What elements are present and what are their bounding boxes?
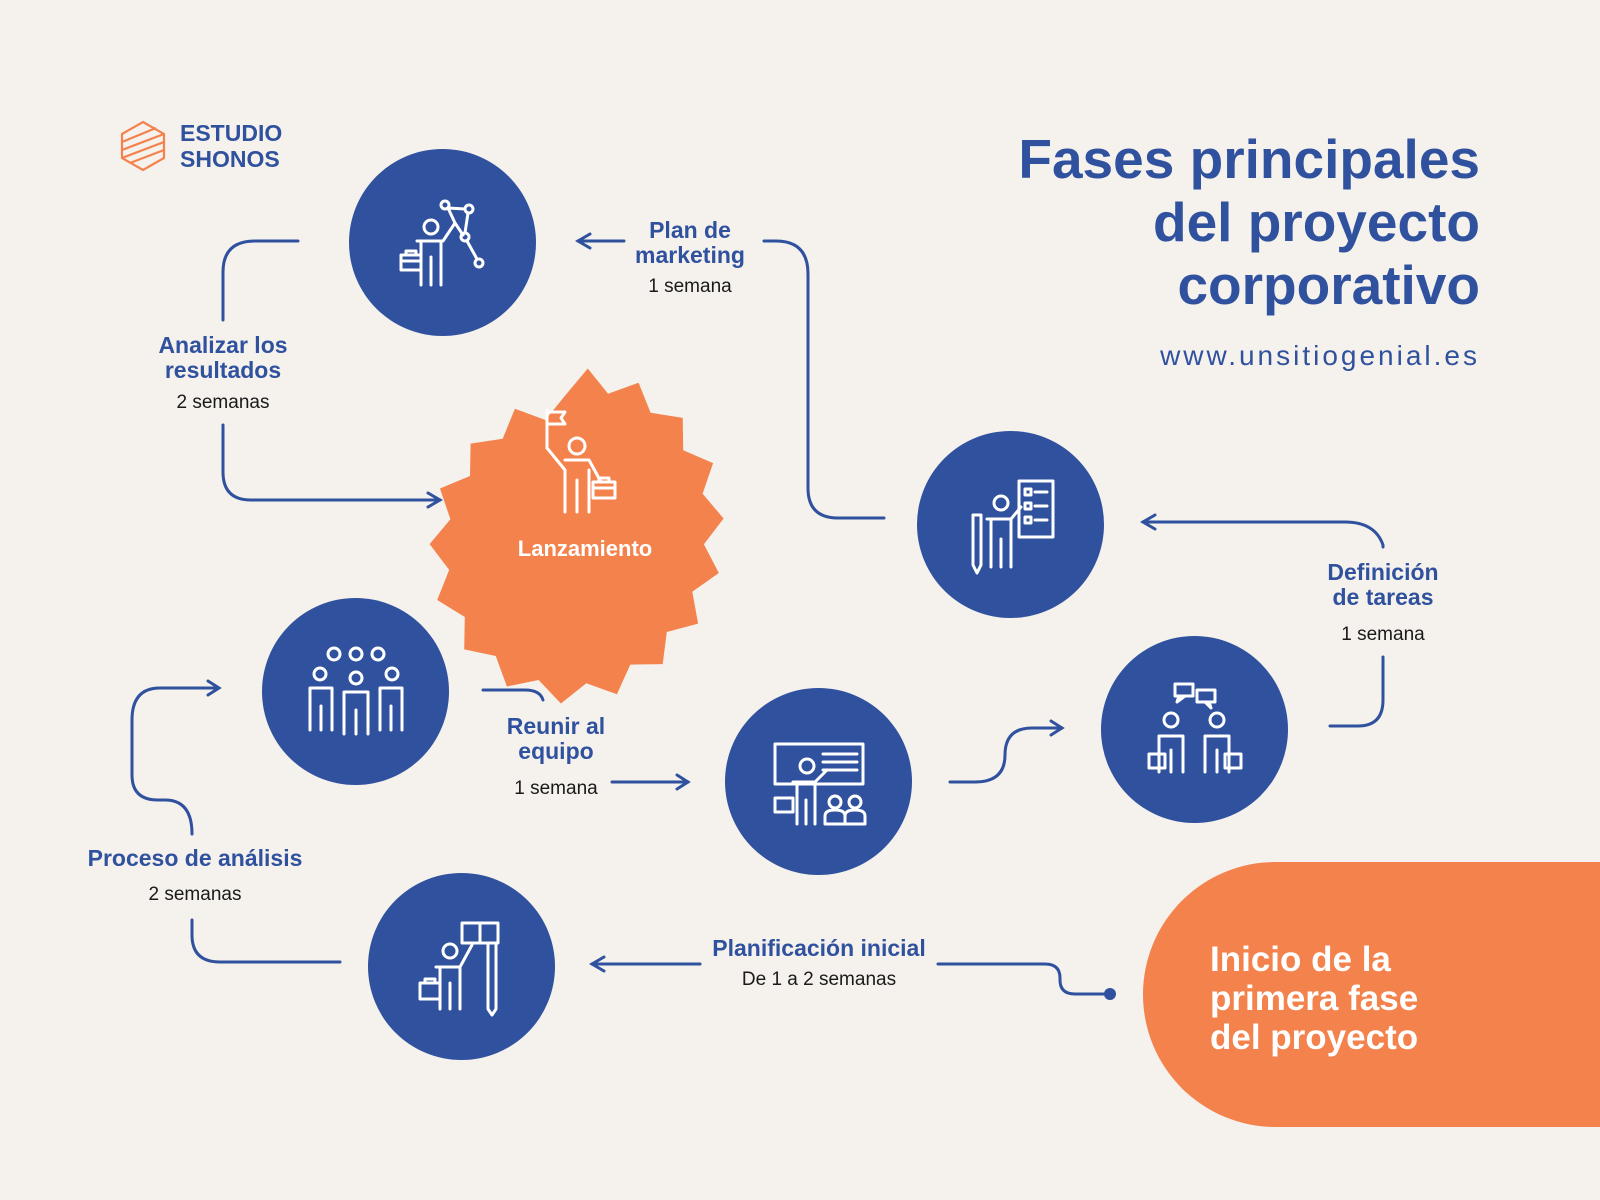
title-line-3: corporativo bbox=[1177, 254, 1480, 316]
phase-initial-circle[interactable] bbox=[368, 873, 555, 1060]
label-reunir: Reunir al equipo bbox=[478, 714, 634, 764]
label-plan-marketing: Plan de marketing bbox=[612, 218, 768, 268]
planificacion-line-1: Planificación inicial bbox=[712, 935, 926, 961]
duration-analizar: 2 semanas bbox=[176, 392, 270, 413]
label-definicion: Definición de tareas bbox=[1300, 560, 1466, 610]
website-link[interactable]: www.unsitiogenial.es bbox=[1160, 340, 1480, 371]
connector-presentacion-tareas bbox=[948, 726, 1064, 784]
connector-analizar-lanzamiento bbox=[221, 423, 442, 502]
connector-planificacion-proceso bbox=[190, 918, 342, 964]
connector-planning-marketing bbox=[762, 239, 886, 520]
page-title: Fases principales del proyecto corporati… bbox=[1018, 128, 1480, 317]
network-analysis-icon bbox=[399, 199, 484, 286]
start-dot bbox=[1104, 988, 1116, 1000]
connector-tareas-definicion bbox=[1328, 655, 1385, 728]
phase-tasks-circle[interactable] bbox=[1101, 636, 1288, 823]
duration-proceso: 2 semanas bbox=[148, 884, 242, 905]
definicion-line-1: Definición bbox=[1327, 559, 1439, 585]
connector-proceso-reunir bbox=[130, 686, 220, 836]
duration-planificacion: De 1 a 2 semanas bbox=[741, 969, 897, 990]
team-group-icon bbox=[308, 646, 403, 735]
book-planning-icon bbox=[418, 921, 499, 1016]
title-line-2: del proyecto bbox=[1152, 191, 1480, 253]
phase-marketing-circle[interactable] bbox=[349, 149, 536, 336]
start-line-3: del proyecto bbox=[1210, 1018, 1419, 1057]
phase-presentation-circle[interactable] bbox=[725, 688, 912, 875]
connector-definicion-planning bbox=[1141, 520, 1385, 549]
cube-lines-logo-icon bbox=[120, 120, 166, 172]
checklist-presentation-icon bbox=[971, 479, 1054, 574]
duration-reunir: 1 semana bbox=[514, 778, 598, 799]
plan-marketing-line-1: Plan de bbox=[649, 217, 731, 243]
duration-plan-marketing: 1 semana bbox=[648, 276, 732, 297]
brand-line-2: SHONOS bbox=[180, 146, 280, 172]
lanzamiento-badge bbox=[535, 408, 635, 518]
start-phase-text: Inicio de la primera fase del proyecto bbox=[1210, 940, 1418, 1057]
definicion-line-2: de tareas bbox=[1332, 584, 1434, 610]
title-line-1: Fases principales bbox=[1018, 128, 1480, 190]
phase-team-circle[interactable] bbox=[262, 598, 449, 785]
start-phase-box[interactable]: Inicio de la primera fase del proyecto bbox=[1143, 862, 1600, 1127]
lanzamiento-label: Lanzamiento bbox=[517, 536, 653, 561]
start-line-1: Inicio de la bbox=[1210, 940, 1391, 979]
start-line-2: primera fase bbox=[1210, 979, 1419, 1018]
brand-line-1: ESTUDIO bbox=[180, 120, 283, 146]
connector-reunir-label bbox=[481, 688, 545, 702]
reunir-line-2: equipo bbox=[518, 738, 594, 764]
connector-marketing-analizar bbox=[221, 239, 300, 322]
proceso-line-1: Proceso de análisis bbox=[87, 845, 303, 871]
duration-definicion: 1 semana bbox=[1341, 624, 1425, 645]
lanzamiento-starburst bbox=[429, 368, 724, 704]
person-flag-icon bbox=[545, 408, 617, 514]
analizar-line-2: resultados bbox=[164, 357, 282, 383]
label-proceso: Proceso de análisis bbox=[70, 846, 320, 871]
plan-marketing-line-2: marketing bbox=[635, 242, 745, 268]
brand-logo: ESTUDIO SHONOS bbox=[120, 120, 282, 172]
connector-start-planificacion bbox=[936, 962, 1110, 996]
reunir-line-1: Reunir al bbox=[506, 713, 606, 739]
phase-planning-circle[interactable] bbox=[917, 431, 1104, 618]
label-planificacion: Planificación inicial bbox=[690, 936, 948, 961]
discussion-icon bbox=[1147, 682, 1242, 773]
whiteboard-presentation-icon bbox=[773, 742, 866, 825]
label-analizar: Analizar los resultados bbox=[138, 333, 308, 383]
analizar-line-1: Analizar los bbox=[158, 332, 288, 358]
brand-name: ESTUDIO SHONOS bbox=[180, 120, 282, 172]
